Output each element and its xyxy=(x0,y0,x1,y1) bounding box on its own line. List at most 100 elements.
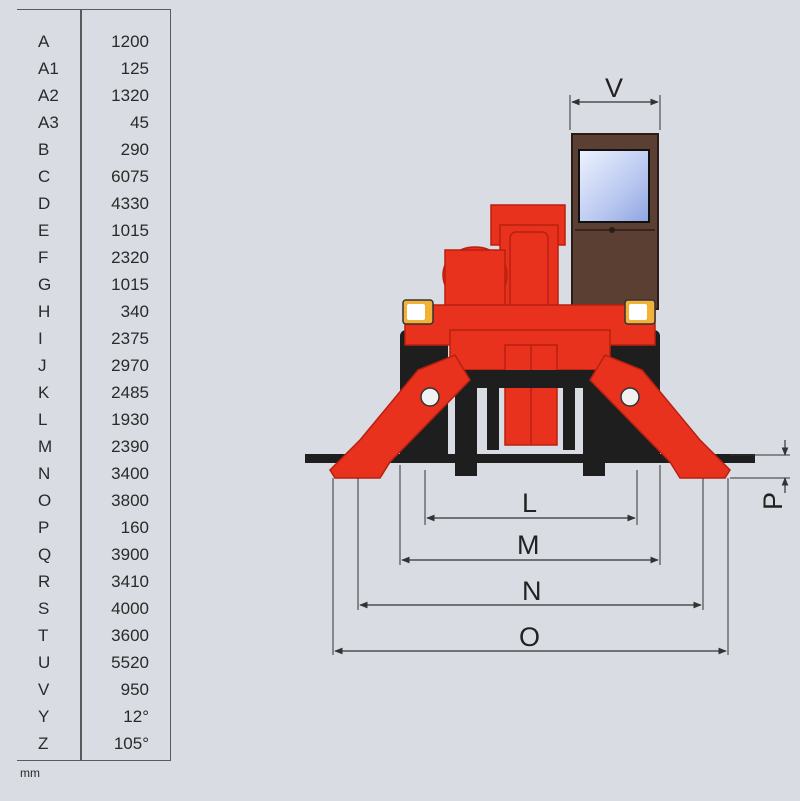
table-row: Z 105° xyxy=(17,730,171,757)
dimension-value: 3900 xyxy=(111,545,149,564)
dimension-value: 2485 xyxy=(111,383,149,402)
dimension-key: J xyxy=(38,356,47,375)
dimension-value: 2320 xyxy=(111,248,149,267)
table-row: H 340 xyxy=(17,298,171,325)
stabiliser-frame xyxy=(453,370,609,476)
table-row: O 3800 xyxy=(17,487,171,514)
dimension-key: A3 xyxy=(38,113,59,132)
dimension-v: V xyxy=(569,73,661,130)
operator-cab xyxy=(571,133,659,310)
dimension-key: N xyxy=(38,464,51,483)
dimension-l-label: L xyxy=(522,488,537,518)
dimension-key: Z xyxy=(38,734,49,753)
dimension-key: E xyxy=(38,221,50,240)
dimension-value: 2970 xyxy=(111,356,149,375)
dimension-key: F xyxy=(38,248,49,267)
dimension-value: 3410 xyxy=(111,572,149,591)
dimension-value: 1015 xyxy=(111,275,149,294)
dimension-key: R xyxy=(38,572,51,591)
dimension-value: 45 xyxy=(130,113,149,132)
table-row: A1 125 xyxy=(17,55,171,82)
dimension-value: 6075 xyxy=(111,167,149,186)
table-row: V 950 xyxy=(17,676,171,703)
dimension-key: O xyxy=(38,491,52,510)
dimension-value: 2390 xyxy=(111,437,149,456)
ground-bar xyxy=(305,454,755,463)
dimension-key: D xyxy=(38,194,51,213)
dimension-key: S xyxy=(38,599,50,618)
table-row: A3 45 xyxy=(17,109,171,136)
dimension-key: C xyxy=(38,167,51,186)
dimension-value: 3800 xyxy=(111,491,149,510)
dimension-n: N xyxy=(359,576,702,609)
dimension-value: 4000 xyxy=(111,599,149,618)
dimension-value: 1930 xyxy=(111,410,149,429)
table-row: F 2320 xyxy=(17,244,171,271)
dimension-value: 290 xyxy=(120,140,149,159)
chassis xyxy=(404,304,656,446)
dimension-p-label: P xyxy=(758,492,788,510)
left-stabiliser xyxy=(329,354,471,479)
dimension-m-label: M xyxy=(517,530,540,560)
table-row: T 3600 xyxy=(17,622,171,649)
dimension-value: 12° xyxy=(123,707,149,726)
dimension-value: 5520 xyxy=(111,653,149,672)
dimension-value: 2375 xyxy=(111,329,149,348)
dimension-key: A xyxy=(38,32,50,51)
dimension-key: U xyxy=(38,653,51,672)
dimension-key: I xyxy=(38,329,43,348)
table-row: B 290 xyxy=(17,136,171,163)
dimension-key: Y xyxy=(38,707,50,726)
dimension-p: P xyxy=(730,440,790,510)
dimension-value: 105° xyxy=(113,734,149,753)
table-column-divider xyxy=(80,10,82,760)
dimension-value: 1200 xyxy=(111,32,149,51)
table-row: Q 3900 xyxy=(17,541,171,568)
table-row: K 2485 xyxy=(17,379,171,406)
dimension-value: 3400 xyxy=(111,464,149,483)
cab-window xyxy=(578,149,650,223)
table-row: M 2390 xyxy=(17,433,171,460)
dimension-key: H xyxy=(38,302,51,321)
dimension-value: 4330 xyxy=(111,194,149,213)
dimension-value: 1320 xyxy=(111,86,149,105)
table-row: R 3410 xyxy=(17,568,171,595)
unit-label: mm xyxy=(20,766,40,780)
dimension-o: O xyxy=(334,622,727,655)
dimension-key: A1 xyxy=(38,59,59,78)
dimension-key: A2 xyxy=(38,86,59,105)
dimension-key: Q xyxy=(38,545,52,564)
dimension-n-label: N xyxy=(522,576,542,606)
dimension-key: M xyxy=(38,437,53,456)
table-row: C 6075 xyxy=(17,163,171,190)
table-row: U 5520 xyxy=(17,649,171,676)
dimension-value: 125 xyxy=(120,59,149,78)
dimension-value: 160 xyxy=(120,518,149,537)
dimension-value: 340 xyxy=(120,302,149,321)
table-row: Y 12° xyxy=(17,703,171,730)
table-row: A 1200 xyxy=(17,28,171,55)
dimension-o-label: O xyxy=(519,622,540,652)
dimension-key: B xyxy=(38,140,50,159)
table-row: S 4000 xyxy=(17,595,171,622)
dimension-v-label: V xyxy=(605,73,623,103)
dimension-key: V xyxy=(38,680,50,699)
table-row: E 1015 xyxy=(17,217,171,244)
dimension-m: M xyxy=(401,530,659,564)
table-row: A2 1320 xyxy=(17,82,171,109)
dimension-value: 950 xyxy=(120,680,149,699)
dimension-value: 3600 xyxy=(111,626,149,645)
dimension-key: K xyxy=(38,383,50,402)
dimension-l: L xyxy=(426,488,636,522)
dimension-key: T xyxy=(38,626,49,645)
dimension-value: 1015 xyxy=(111,221,149,240)
dimension-key: L xyxy=(38,410,48,429)
table-row: N 3400 xyxy=(17,460,171,487)
extension-lines xyxy=(332,465,729,655)
table-row: D 4330 xyxy=(17,190,171,217)
table-row: I 2375 xyxy=(17,325,171,352)
